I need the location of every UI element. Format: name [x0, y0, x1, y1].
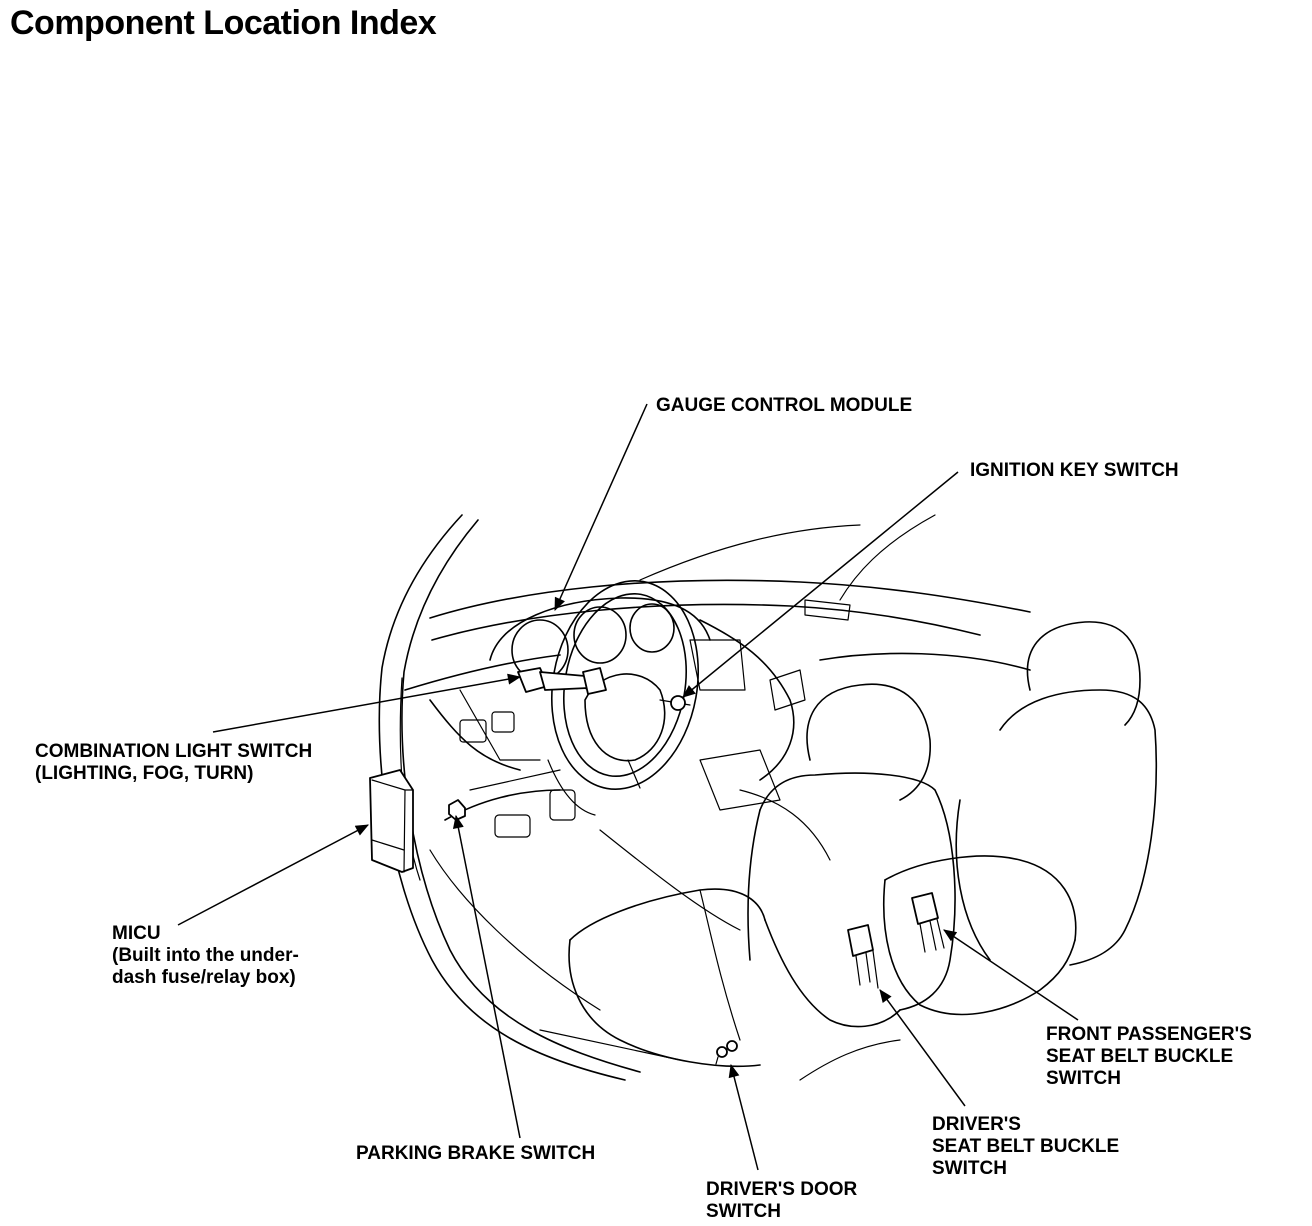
combination-light-switch-part [517, 667, 607, 695]
leader-drivers-buckle-switch [879, 989, 966, 1107]
label-gauge-control-module: GAUGE CONTROL MODULE [656, 395, 913, 416]
label-ignition-key-switch: IGNITION KEY SWITCH [970, 460, 1179, 481]
leader-passenger-buckle-switch [943, 929, 1079, 1021]
parking-brake-switch-part [448, 799, 466, 821]
drivers-buckle-switch-part [847, 924, 879, 989]
label-drivers-seat-belt-buckle-switch: DRIVER'S SEAT BELT BUCKLE SWITCH [932, 1114, 1120, 1179]
drivers-door-switch-part [715, 1040, 738, 1065]
micu-part [369, 769, 414, 873]
leader-gauge-control-module [554, 403, 648, 612]
leader-drivers-door-switch [728, 1063, 759, 1171]
leader-lines [177, 403, 1079, 1171]
page-title: Component Location Index [10, 4, 437, 42]
label-front-passengers-seat-belt-buckle-switch: FRONT PASSENGER'S SEAT BELT BUCKLE SWITC… [1046, 1024, 1252, 1089]
leader-micu [177, 824, 369, 926]
leader-combination-light-switch [212, 673, 522, 733]
leader-ignition-key-switch [682, 471, 959, 698]
leader-parking-brake-switch [452, 814, 521, 1139]
label-drivers-door-switch: DRIVER'S DOOR SWITCH [706, 1179, 858, 1222]
instrument-cluster [489, 597, 711, 681]
passenger-seat [882, 621, 1158, 1016]
passenger-buckle-switch-part [911, 892, 945, 953]
label-combination-light-switch: COMBINATION LIGHT SWITCH (LIGHTING, FOG,… [35, 741, 313, 784]
label-parking-brake-switch: PARKING BRAKE SWITCH [356, 1143, 596, 1164]
driver-seat [568, 683, 956, 1081]
footwell-outline [429, 769, 741, 1061]
dashboard-outline [404, 514, 1031, 861]
ignition-key-switch-part [670, 695, 686, 711]
label-micu: MICU (Built into the under- dash fuse/re… [112, 923, 299, 988]
